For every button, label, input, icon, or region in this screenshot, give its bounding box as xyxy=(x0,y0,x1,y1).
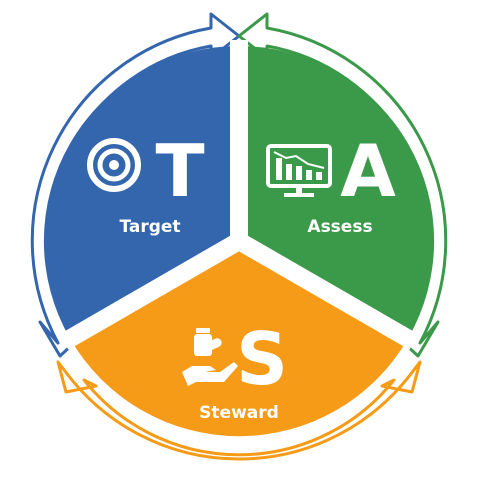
steward-cycle-arrow xyxy=(56,360,422,461)
assess-group: A Assess xyxy=(266,129,396,237)
target-group: T Target xyxy=(87,129,205,237)
segments xyxy=(43,40,435,437)
target-icon xyxy=(87,138,141,192)
target-label: Target xyxy=(119,217,180,237)
steward-label: Steward xyxy=(199,403,279,423)
separator-right xyxy=(234,233,419,350)
hand-pill-icon xyxy=(182,328,238,386)
steward-group: S Steward xyxy=(182,317,288,423)
target-letter: T xyxy=(155,129,204,213)
assess-letter: A xyxy=(340,129,396,213)
separator-left xyxy=(59,233,244,350)
monitor-chart-icon xyxy=(266,144,332,197)
steward-letter: S xyxy=(236,317,288,401)
assess-label: Assess xyxy=(307,217,372,237)
